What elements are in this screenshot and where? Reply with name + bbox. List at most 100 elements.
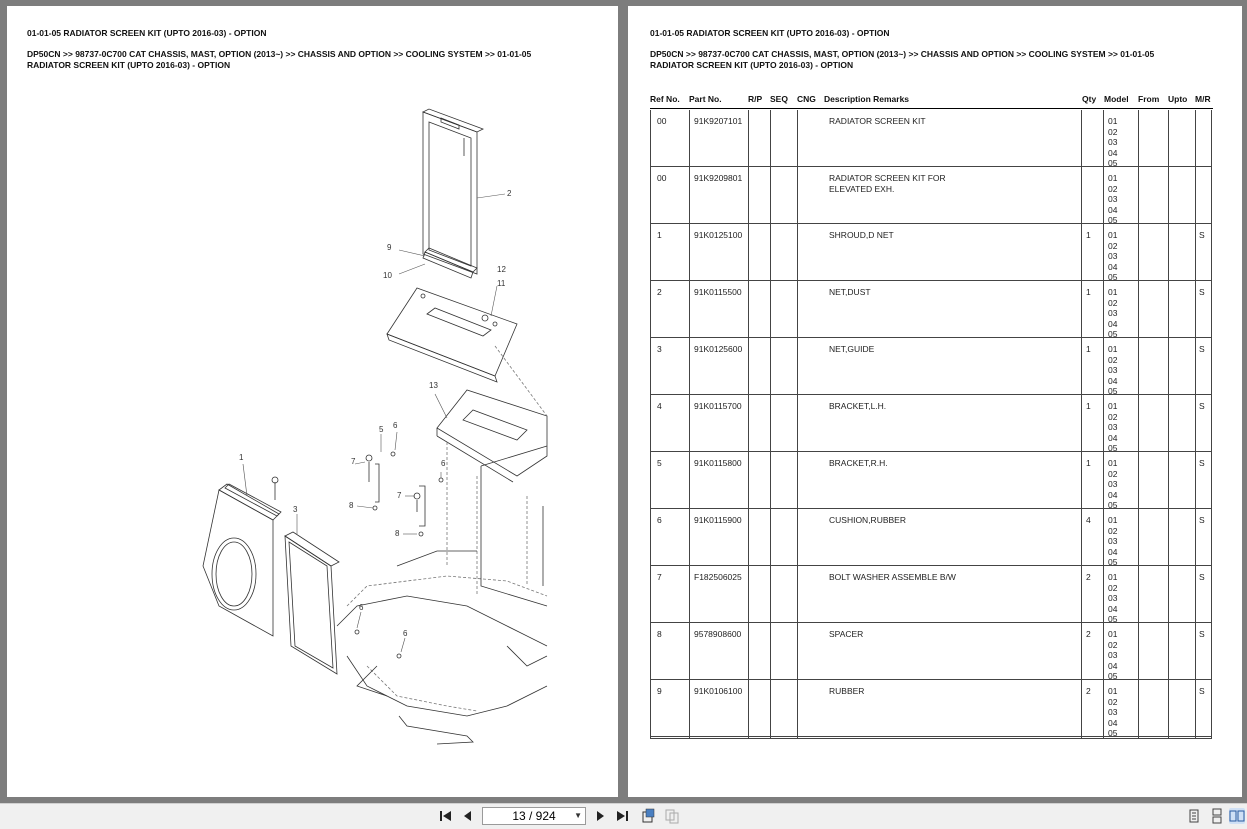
single-page-view-icon[interactable] xyxy=(1186,808,1202,824)
description-line: SHROUD,D NET xyxy=(829,230,894,240)
col-model: Model xyxy=(1104,94,1129,104)
callout-7: 7 xyxy=(351,457,356,466)
model-code: 02 xyxy=(1108,468,1118,479)
description-line: RADIATOR SCREEN KIT xyxy=(829,116,926,126)
next-page-icon[interactable] xyxy=(592,808,608,824)
model-code: 03 xyxy=(1108,194,1118,204)
prev-page-icon[interactable] xyxy=(460,808,476,824)
chevron-down-icon[interactable]: ▼ xyxy=(574,811,582,820)
part-no-cell: 91K0125100 xyxy=(694,230,743,240)
part-no-cell: 91K0106100 xyxy=(694,686,743,696)
part-no-cell: 91K9209801 xyxy=(694,173,743,183)
col-part-no: Part No. xyxy=(689,94,722,104)
facing-view-icon[interactable] xyxy=(1229,808,1245,824)
qty-cell: 1 xyxy=(1086,230,1091,240)
ref-no-cell: 1 xyxy=(657,230,662,240)
callout-3: 3 xyxy=(293,505,298,514)
model-code: 04 xyxy=(1108,432,1118,443)
column-divider xyxy=(797,110,798,738)
shroud-drawing xyxy=(202,476,282,637)
model-code: 03 xyxy=(1108,650,1118,660)
mr-cell: S xyxy=(1199,401,1205,411)
part-no-cell: 91K9207101 xyxy=(694,116,743,126)
callout-10: 10 xyxy=(383,271,392,280)
part-no-cell: 91K0115500 xyxy=(694,287,742,297)
model-code: 02 xyxy=(1108,240,1118,251)
qty-cell: 1 xyxy=(1086,344,1091,354)
continuous-view-icon[interactable] xyxy=(1209,808,1225,824)
mr-cell: S xyxy=(1199,344,1205,354)
page-number-field[interactable]: 13 / 924 ▼ xyxy=(482,807,586,825)
breadcrumb-line-1: DP50CN >> 98737-0C700 CAT CHASSIS, MAST,… xyxy=(27,49,532,59)
part-no-cell: 91K0115700 xyxy=(694,401,742,411)
model-code: 01 xyxy=(1108,686,1118,696)
description-line: CUSHION,RUBBER xyxy=(829,515,906,525)
col-seq: SEQ xyxy=(770,94,788,104)
model-code: 01 xyxy=(1108,116,1118,126)
qty-cell: 2 xyxy=(1086,572,1091,582)
mr-cell: S xyxy=(1199,230,1205,240)
callout-6: 6 xyxy=(441,459,446,468)
column-divider xyxy=(1138,110,1139,738)
model-code: 03 xyxy=(1108,479,1118,489)
exploded-parts-diagram: 2 9 10 12 11 13 1 5 6 7 6 8 7 3 8 6 6 xyxy=(202,108,548,745)
last-page-icon[interactable] xyxy=(614,808,630,824)
model-code: 03 xyxy=(1108,251,1118,261)
callout-labels: 2 9 10 12 11 13 1 5 6 7 6 8 7 3 8 6 6 xyxy=(239,189,512,638)
ref-no-cell: 00 xyxy=(657,116,667,126)
model-code: 04 xyxy=(1108,318,1118,329)
description-cell: RUBBER xyxy=(829,686,979,697)
description-line: NET,DUST xyxy=(829,287,871,297)
model-code: 02 xyxy=(1108,525,1118,536)
model-code: 01 xyxy=(1108,572,1118,582)
chassis-frame-drawing xyxy=(336,445,548,745)
model-code: 02 xyxy=(1108,639,1118,650)
ref-no-cell: 5 xyxy=(657,458,662,468)
callout-8: 8 xyxy=(349,501,354,510)
model-code: 05 xyxy=(1108,329,1118,339)
model-code: 05 xyxy=(1108,671,1118,681)
fit-page-icon[interactable] xyxy=(640,808,656,824)
description-line: RADIATOR SCREEN KIT FOR xyxy=(829,173,946,183)
callout-8: 8 xyxy=(395,529,400,538)
col-rp: R/P xyxy=(748,94,763,104)
description-line: BOLT WASHER ASSEMBLE B/W xyxy=(829,572,956,582)
model-code: 03 xyxy=(1108,707,1118,717)
model-code: 05 xyxy=(1108,500,1118,510)
top-cover-drawing xyxy=(436,389,548,483)
breadcrumb-line-2: RADIATOR SCREEN KIT (UPTO 2016-03) - OPT… xyxy=(650,59,854,70)
description-line: ELEVATED EXH. xyxy=(829,183,895,194)
part-no-cell: 9578908600 xyxy=(694,629,742,639)
callout-13: 13 xyxy=(429,381,438,390)
ref-no-cell: 9 xyxy=(657,686,662,696)
first-page-icon[interactable] xyxy=(438,808,454,824)
model-code: 05 xyxy=(1108,272,1118,282)
leader-lines xyxy=(242,193,506,653)
viewer-toolbar: 13 / 924 ▼ xyxy=(0,803,1247,829)
two-page-icon[interactable] xyxy=(664,808,680,824)
description-cell: NET,DUST xyxy=(829,287,979,298)
model-code: 01 xyxy=(1108,401,1118,411)
model-code: 03 xyxy=(1108,536,1118,546)
column-divider xyxy=(1103,110,1104,738)
mr-cell: S xyxy=(1199,686,1205,696)
model-code: 04 xyxy=(1108,375,1118,386)
callout-9: 9 xyxy=(387,243,392,252)
model-code: 05 xyxy=(1108,158,1118,168)
